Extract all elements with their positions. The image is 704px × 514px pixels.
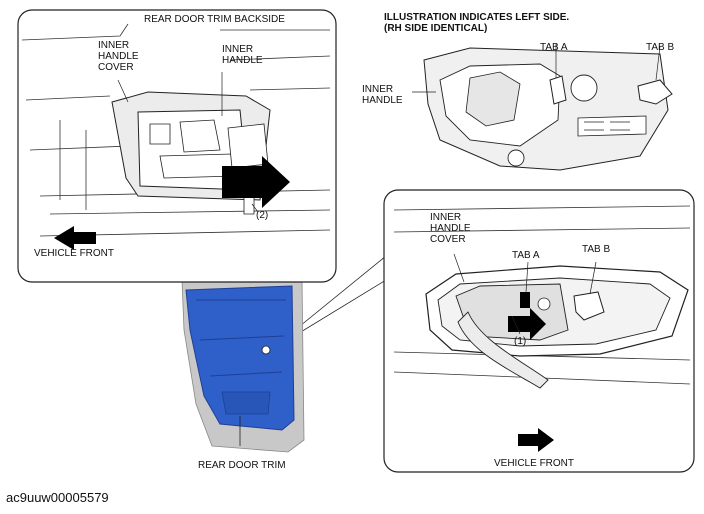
- figure-code: ac9uuw00005579: [6, 490, 109, 505]
- tab-b-top-shape: [637, 79, 673, 105]
- label-tab-a-bottom: TAB A: [512, 250, 540, 261]
- vehicle-front-arrow-left: [54, 226, 96, 250]
- label-vehicle-front-right: VEHICLE FRONT: [494, 458, 575, 469]
- vehicle-front-arrow-right: [518, 428, 554, 452]
- inner-handle-overview: [412, 44, 673, 171]
- label-tab-b-bottom: TAB B: [582, 244, 611, 255]
- label-rear-door-trim: REAR DOOR TRIM: [198, 460, 286, 471]
- tab-b-bottom-shape: [573, 291, 605, 321]
- inset-rear-door-trim-backside: [17, 9, 337, 283]
- label-illustration-note: ILLUSTRATION INDICATES LEFT SIDE. (RH SI…: [384, 12, 570, 34]
- inset-inner-handle-cover: [383, 189, 695, 473]
- tab-a-top-shape: [549, 75, 567, 105]
- label-rear-door-trim-backside: REAR DOOR TRIM BACKSIDE: [144, 14, 285, 25]
- label-inner-handle-right: INNER HANDLE: [362, 84, 403, 106]
- label-vehicle-front-left: VEHICLE FRONT: [34, 248, 115, 259]
- label-inner-handle-cover-left: INNER HANDLE COVER: [98, 40, 139, 73]
- label-step-1: (1): [514, 336, 527, 347]
- rear-door-trim-illustration: [181, 279, 305, 453]
- label-inner-handle-cover-right: INNER HANDLE COVER: [430, 212, 471, 245]
- label-inner-handle-left: INNER HANDLE: [222, 44, 263, 66]
- label-tab-b-top: TAB B: [646, 42, 675, 53]
- removal-arrow-2: [222, 156, 290, 208]
- tab-a-bottom-shape: [520, 292, 530, 308]
- label-step-2: (2): [256, 210, 269, 221]
- removal-arrow-1: [508, 308, 546, 340]
- inner-handle-location: [261, 345, 271, 355]
- label-tab-a-top: TAB A: [540, 42, 568, 53]
